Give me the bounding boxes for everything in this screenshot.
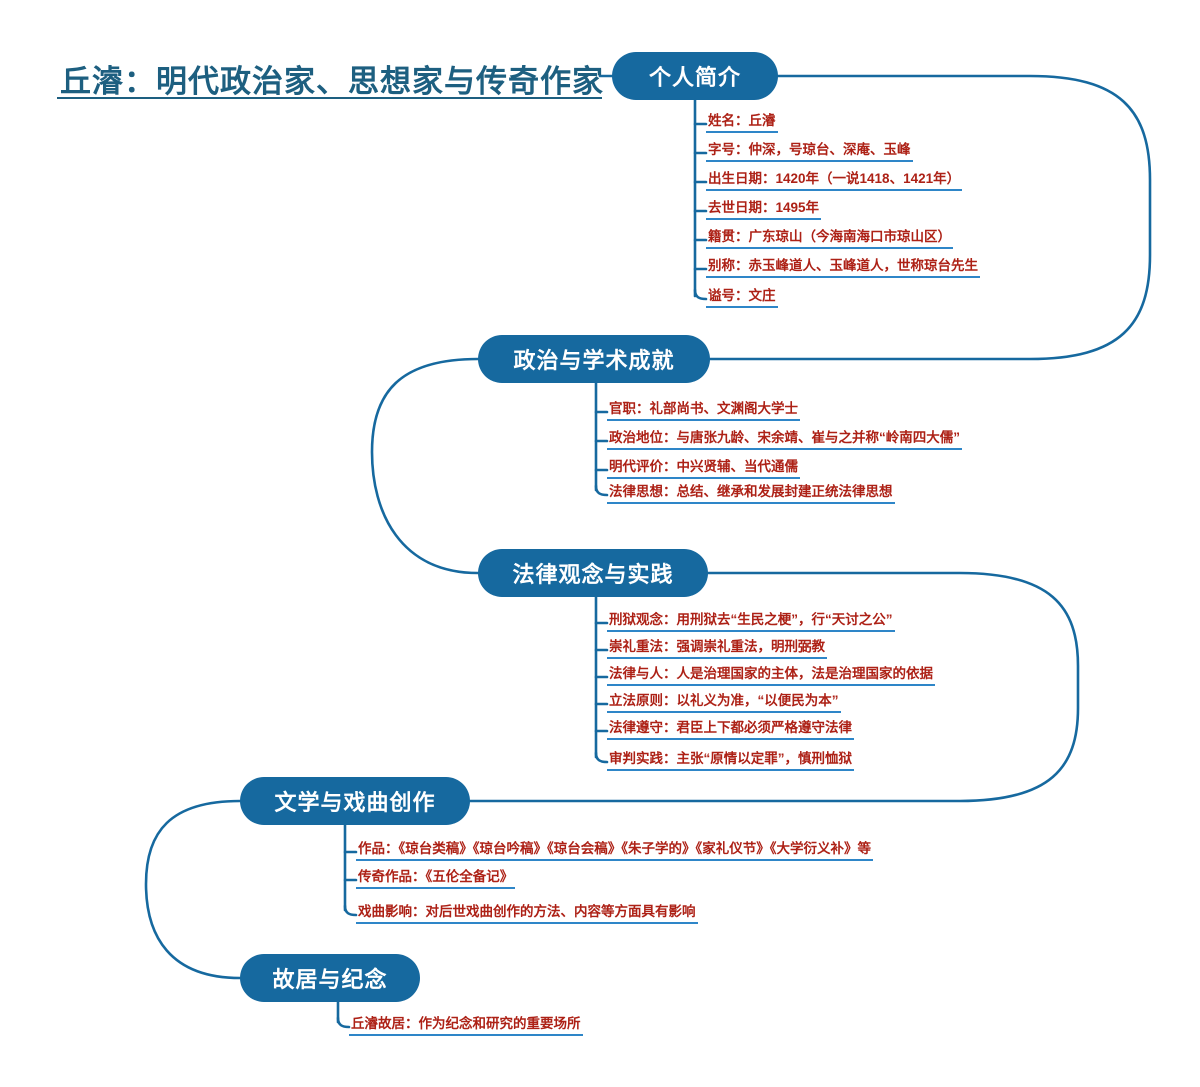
stub-literature-3: [343, 904, 358, 917]
leaf-profile-1[interactable]: 姓名：丘濬: [706, 112, 778, 133]
branch-node-law-label: 法律观念与实践: [512, 562, 674, 587]
leaf-literature-1[interactable]: 作品：《琼台类稿》《琼台吟稿》《琼台会稿》《朱子学的》《家礼仪节》《大学衍义补》…: [356, 840, 873, 861]
branch-node-literature-label: 文学与戏曲创作: [274, 790, 436, 815]
leaf-law-1[interactable]: 刑狱观念：用刑狱去“生民之梗”，行“天讨之公”: [607, 611, 895, 632]
leaf-politics-3[interactable]: 明代评价：中兴贤辅、当代通儒: [607, 458, 800, 479]
leaf-law-3[interactable]: 法律与人：人是治理国家的主体，法是治理国家的依据: [607, 665, 935, 686]
leaf-memorial-1[interactable]: 丘濬故居：作为纪念和研究的重要场所: [349, 1015, 583, 1036]
page-title: 丘濬：明代政治家、思想家与传奇作家: [60, 64, 604, 99]
branch-node-profile[interactable]: 个人简介: [612, 52, 778, 100]
leaf-law-2[interactable]: 崇礼重法：强调崇礼重法，明刑弼教: [607, 638, 827, 659]
leaf-literature-2[interactable]: 传奇作品：《五伦全备记》: [356, 868, 516, 889]
branch-node-literature[interactable]: 文学与戏曲创作: [240, 777, 470, 825]
leaf-politics-1[interactable]: 官职：礼部尚书、文渊阁大学士: [607, 400, 800, 421]
leaf-profile-7[interactable]: 谥号：文庄: [706, 287, 778, 308]
branch-node-law[interactable]: 法律观念与实践: [478, 549, 708, 597]
stub-profile-7: [693, 288, 708, 301]
title-underline: [57, 97, 602, 99]
leaf-politics-2[interactable]: 政治地位：与唐张九龄、宋余靖、崔与之并称“岭南四大儒”: [607, 429, 962, 450]
leaf-profile-5[interactable]: 籍贯：广东琼山（今海南海口市琼山区）: [706, 228, 953, 249]
stub-politics-4: [594, 484, 609, 497]
leaf-literature-3[interactable]: 戏曲影响：对后世戏曲创作的方法、内容等方面具有影响: [356, 903, 698, 924]
link-politics-to-law: [370, 357, 480, 575]
stub-memorial-1: [336, 1016, 351, 1029]
leaf-law-6[interactable]: 审判实践：主张“原情以定罪”，慎刑恤狱: [607, 750, 854, 771]
link-literature-to-memorial: [144, 799, 242, 980]
leaf-profile-2[interactable]: 字号：仲深，号琼台、深庵、玉峰: [706, 141, 913, 162]
branch-node-memorial-label: 故居与纪念: [272, 967, 388, 992]
leaf-law-5[interactable]: 法律遵守：君臣上下都必须严格遵守法律: [607, 719, 854, 740]
leaf-profile-3[interactable]: 出生日期：1420年（一说1418、1421年）: [706, 170, 963, 191]
stub-law-6: [594, 751, 609, 764]
leaf-profile-6[interactable]: 别称：赤玉峰道人、玉峰道人，世称琼台先生: [706, 257, 980, 278]
branch-node-profile-label: 个人简介: [648, 65, 741, 90]
branch-node-politics[interactable]: 政治与学术成就: [478, 335, 710, 383]
leaf-politics-4[interactable]: 法律思想：总结、继承和发展封建正统法律思想: [607, 483, 895, 504]
leaf-profile-4[interactable]: 去世日期：1495年: [706, 199, 822, 220]
branch-node-memorial[interactable]: 故居与纪念: [240, 954, 420, 1002]
leaf-law-4[interactable]: 立法原则：以礼义为准，“以便民为本”: [607, 692, 841, 713]
branch-node-politics-label: 政治与学术成就: [513, 348, 675, 373]
